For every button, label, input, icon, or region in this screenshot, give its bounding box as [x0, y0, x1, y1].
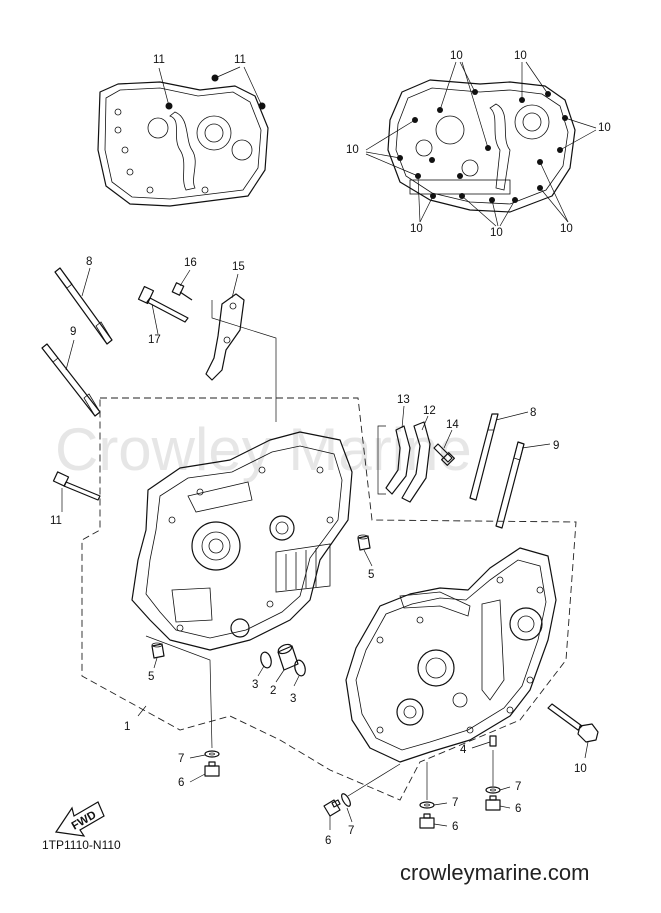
part-number: 1TP1110-N110 [42, 838, 121, 852]
callout-label: 17 [148, 334, 161, 346]
plate-12 [401, 421, 431, 503]
callout-label: 16 [184, 257, 197, 269]
callout-label: 8 [530, 407, 536, 419]
right-case-face-view [387, 79, 576, 213]
brand-footer: crowleymarine.com [400, 860, 590, 885]
callout-leaders-11 [158, 66, 263, 107]
collar-2 [277, 643, 299, 671]
stud-bolt-9-left [41, 343, 101, 417]
callout-label: 7 [348, 825, 354, 837]
callout-label: 10 [410, 223, 423, 235]
bolt-14 [433, 443, 455, 466]
callout-label: 6 [515, 803, 521, 815]
callout-label: 2 [270, 685, 276, 697]
callout-label: 7 [178, 753, 184, 765]
callout-label: 8 [86, 256, 92, 268]
bolt-17 [137, 285, 189, 323]
left-case-face-view [97, 74, 269, 207]
o-ring-3-left [260, 651, 272, 669]
bolt-16 [171, 282, 193, 301]
callout-label: 1 [124, 721, 130, 733]
callout-label: 6 [178, 777, 184, 789]
callout-label: 14 [446, 419, 459, 431]
callout-label: 3 [290, 693, 296, 705]
callout-label: 11 [234, 54, 246, 66]
callout-label: 10 [574, 763, 587, 775]
callout-label: 5 [368, 569, 374, 581]
dowel-pin-4 [489, 735, 497, 747]
drain-bolt-6-left [204, 761, 220, 777]
washer-7-left [204, 750, 220, 758]
callout-label: 5 [148, 671, 154, 683]
drain-bolt-6-right [485, 795, 501, 811]
callout-leaders-10 [365, 61, 597, 227]
callout-label: 13 [397, 394, 410, 406]
callout-label: 9 [553, 440, 559, 452]
callout-label: 11 [50, 515, 62, 527]
dowel-pin-5-lower [151, 642, 165, 659]
washer-7-bottom [341, 793, 351, 807]
left-crankcase-half [131, 431, 353, 651]
callout-label: 10 [560, 223, 573, 235]
stud-bolt-8-right [469, 413, 499, 501]
stud-bolt-8-left [54, 267, 113, 345]
stud-bolt-9-right [495, 441, 525, 529]
washer-7-center [419, 801, 435, 809]
callout-label: 10 [598, 122, 611, 134]
callout-label: 6 [452, 821, 458, 833]
callout-label: 4 [460, 744, 467, 756]
callout-label: 10 [346, 144, 359, 156]
callout-label: 9 [70, 326, 76, 338]
callout-label: 10 [490, 227, 503, 239]
callout-label: 6 [325, 835, 331, 847]
callout-label: 15 [232, 261, 245, 273]
callout-label: 7 [515, 781, 521, 793]
o-ring-3-right [294, 659, 306, 677]
right-crankcase-half [345, 547, 557, 763]
callout-label: 10 [450, 50, 463, 62]
plate-15 [205, 293, 245, 381]
drain-bolt-6-bottom [323, 799, 341, 817]
callout-label: 10 [514, 50, 527, 62]
callout-label: 7 [452, 797, 458, 809]
callout-label: 3 [252, 679, 258, 691]
callout-label: 12 [423, 405, 436, 417]
plate-13 [385, 425, 411, 495]
callout-label: 11 [153, 54, 165, 66]
fwd-arrow-icon: FWD [54, 801, 105, 837]
bolt-11 [52, 471, 101, 501]
drain-bolt-6-center [419, 813, 435, 829]
dowel-pin-5-upper [357, 534, 371, 551]
flange-bolt-10 [547, 703, 599, 743]
washer-7-right [485, 786, 501, 794]
